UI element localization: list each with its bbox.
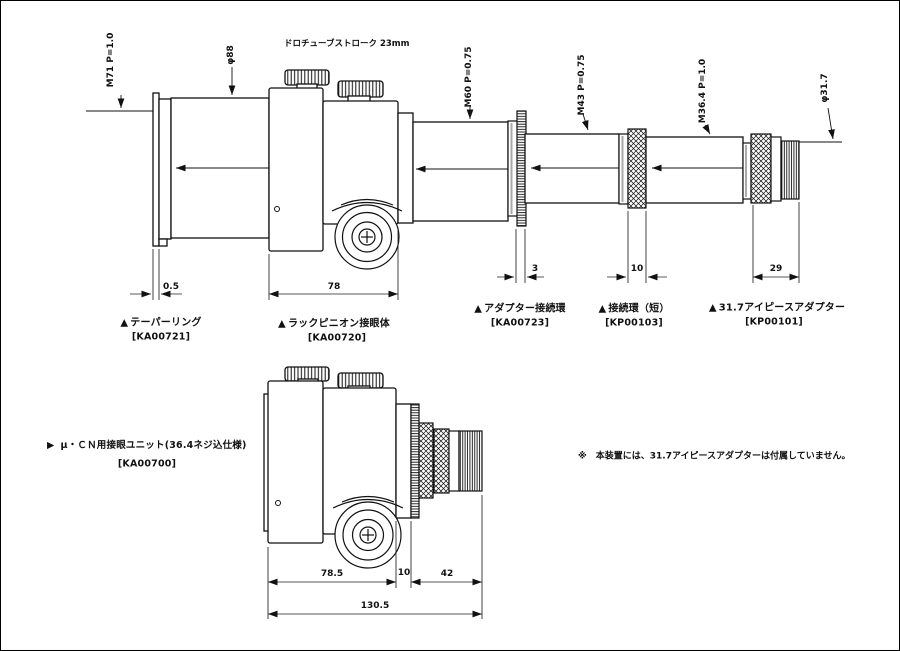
callout-m60-thread: M60 P=0.75 <box>464 46 474 108</box>
m364-tube-drawing <box>645 136 744 204</box>
part-name: テーパーリング <box>130 317 202 329</box>
part-code-short-ring: [KP00103] <box>605 317 663 329</box>
part-label-taper-ring: ▲テーパーリング <box>120 314 201 329</box>
focus-wheel-drawing <box>331 198 403 270</box>
dim-adapter-ring: 3 <box>531 264 539 274</box>
part-name: ラックピニオン接眼体 <box>287 318 390 330</box>
part-code-adapter-ring: [KA00723] <box>490 317 550 329</box>
part-marker-icon: ▲ <box>474 303 483 315</box>
taper-ring-drawing <box>152 92 172 247</box>
callout-m43-thread: M43 P=0.75 <box>577 54 587 116</box>
part-name: アダプター接続環 <box>484 303 566 315</box>
unit-name: μ・ＣＮ用接眼ユニット(36.4ネジ込仕様) <box>60 440 247 451</box>
unit-focus-wheel-drawing <box>332 495 404 569</box>
part-name: 31.7アイピースアダプター <box>718 302 846 314</box>
short-ring-drawing <box>618 128 647 209</box>
part-label-eyepiece-adapter: ▲31.7アイピースアダプター <box>709 299 845 314</box>
dim-short-ring: 10 <box>630 264 644 274</box>
note-text: 本装置には、31.7アイピースアダプターは付属していません。 <box>595 451 851 462</box>
part-marker-icon: ▲ <box>278 318 286 330</box>
part-name: 接続環（短） <box>608 303 670 315</box>
footnote: ※ 本装置には、31.7アイピースアダプターは付属していません。 <box>578 449 851 462</box>
eyepiece-adapter-drawing <box>742 133 800 204</box>
part-marker-icon: ▲ <box>120 317 129 329</box>
part-marker-icon: ▲ <box>598 303 607 315</box>
dim-focuser-body: 78 <box>327 282 341 292</box>
dim-unit-overall: 130.5 <box>360 601 390 611</box>
unit-label: ▶ μ・ＣＮ用接眼ユニット(36.4ネジ込仕様) <box>47 437 247 451</box>
callout-eyepiece-diameter: φ31.7 <box>820 73 830 103</box>
part-label-focuser: ▲ラックピニオン接眼体 <box>278 315 390 330</box>
adapter-ring-drawing <box>507 110 527 227</box>
dim-unit-adapter: 42 <box>440 569 454 579</box>
dim-unit-body: 78.5 <box>320 569 344 579</box>
callout-tube-diameter: φ88 <box>226 45 236 65</box>
dimension-lines-top <box>130 202 800 300</box>
callout-arrows-top <box>86 67 842 143</box>
focuser-body-drawing <box>268 69 509 252</box>
unit-marker-icon: ▶ <box>47 440 55 451</box>
unit-code: [KA00700] <box>117 458 177 470</box>
unit-adapter-drawing <box>410 403 483 519</box>
part-code-taper-ring: [KA00721] <box>131 331 191 343</box>
dimension-lines-bottom <box>267 495 483 619</box>
callout-m364-thread: M36.4 P=1.0 <box>698 58 708 124</box>
assembly-arrows <box>176 164 743 173</box>
part-label-short-ring: ▲接続環（短） <box>598 300 669 315</box>
tube-stroke-note: ドロチューブストローク 23mm <box>284 39 410 49</box>
note-marker-icon: ※ <box>578 451 587 462</box>
dim-taper-ring: 0.5 <box>163 282 179 292</box>
part-code-focuser: [KA00720] <box>307 332 367 344</box>
dim-unit-ring: 10 <box>397 568 411 578</box>
part-code-eyepiece-adapter: [KP00101] <box>745 316 803 328</box>
part-marker-icon: ▲ <box>708 302 717 314</box>
callout-m71-thread: M71 P=1.0 <box>106 32 116 88</box>
dim-eyepiece-adapter: 29 <box>769 264 783 274</box>
part-label-adapter-ring: ▲アダプター接続環 <box>474 300 566 315</box>
